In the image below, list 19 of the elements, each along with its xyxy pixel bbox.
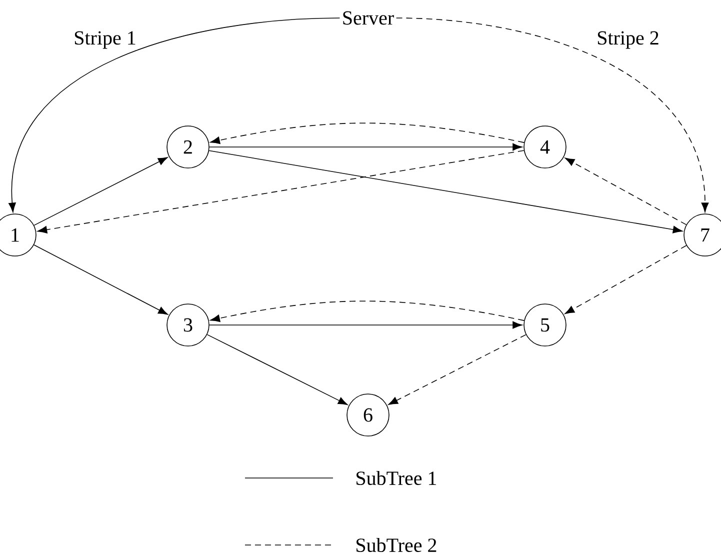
arrow bbox=[210, 300, 524, 322]
legend-label: SubTree 2 bbox=[356, 538, 436, 552]
arrow bbox=[8, 18, 340, 212]
edge-label: Stripe 1 bbox=[72, 30, 138, 50]
arrow bbox=[564, 158, 687, 226]
arrow bbox=[388, 334, 526, 405]
arrow bbox=[34, 157, 168, 226]
server-label: Server bbox=[343, 11, 394, 25]
arrow bbox=[208, 150, 683, 234]
arrow bbox=[564, 245, 687, 314]
arrow bbox=[37, 150, 524, 234]
arrow bbox=[209, 143, 522, 151]
arrow bbox=[210, 122, 524, 144]
arrow bbox=[206, 334, 348, 406]
arrow bbox=[396, 18, 709, 212]
arrow bbox=[209, 321, 522, 329]
legend-label: SubTree 1 bbox=[356, 470, 436, 486]
edge-label: Stripe 2 bbox=[596, 30, 660, 50]
arrow bbox=[34, 244, 168, 315]
